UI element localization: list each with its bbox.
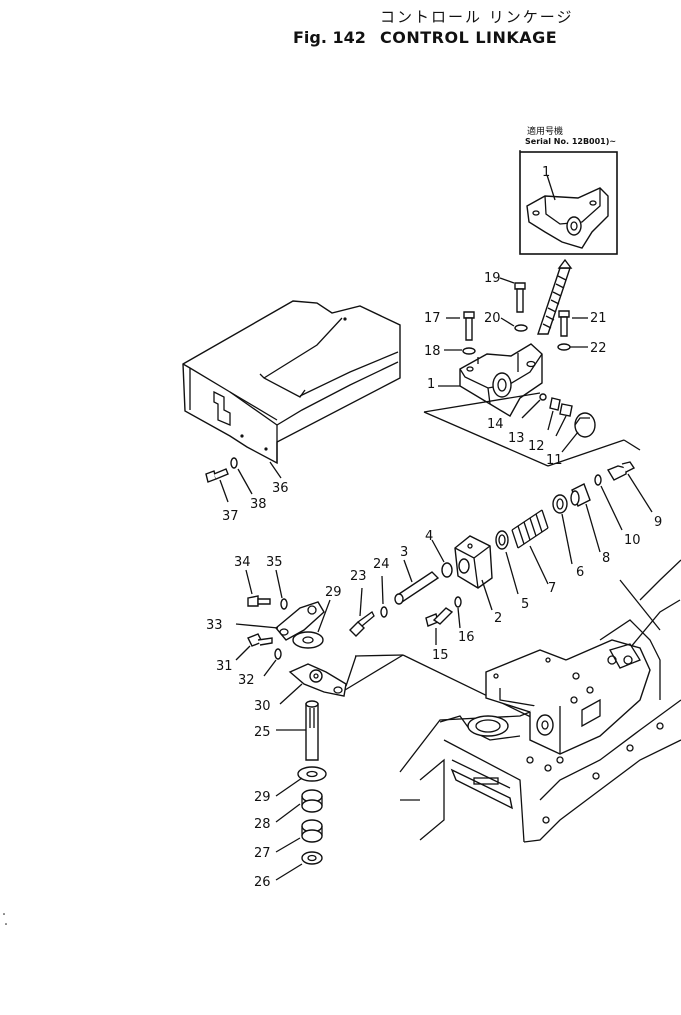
cap-part-8 [570,483,601,553]
callout-8: 8 [602,551,610,566]
washer-part-26 [275,851,323,881]
callout-3: 3 [400,545,408,560]
ball-part-14 [521,393,547,419]
seat-part-6 [552,494,573,565]
callout-11: 11 [546,453,563,468]
callout-38: 38 [250,497,267,512]
rod-part-3 [394,559,440,605]
callout-16: 16 [458,630,475,645]
callout-12: 12 [528,439,545,454]
callout-34: 34 [234,555,251,570]
washer-part-29-lower [275,766,327,797]
callout-32: 32 [238,673,255,688]
washer-part-18 [444,347,476,355]
bolt-part-19 [499,277,526,313]
oring-part-4 [431,539,453,578]
bolt-part-9 [606,461,653,513]
callouts: 1 2 3 4 5 6 7 8 9 10 11 12 13 14 15 16 1… [206,271,662,890]
bolt-part-17 [446,311,475,341]
callout-37: 37 [222,509,239,524]
callout-33: 33 [206,618,223,633]
inset-part-label: 1 [542,165,550,180]
inset-serial-label: Serial No. 12B001)~ [525,137,617,146]
shaft-part-25 [276,700,319,761]
pin-part-23 [349,587,375,637]
callout-2: 2 [494,611,502,626]
washer-part-32 [263,648,282,677]
washer-part-38 [230,457,253,495]
bracket-part-1 [423,343,641,467]
callout-26: 26 [254,875,271,890]
callout-29-lower: 29 [254,790,271,805]
callout-19: 19 [484,271,501,286]
callout-23: 23 [350,569,367,584]
callout-13: 13 [508,431,525,446]
bolt-part-15 [425,607,454,645]
callout-17: 17 [424,311,441,326]
callout-15: 15 [432,648,449,663]
callout-36: 36 [272,481,289,496]
spring-part-13 [547,397,561,431]
ring-part-5 [495,530,519,595]
callout-25: 25 [254,725,271,740]
bolt-part-37 [205,468,229,503]
cover-part-36 [182,300,401,479]
bolt-part-31 [235,633,273,661]
bushing-part-28 [275,789,323,823]
callout-24: 24 [373,557,390,572]
bolt-part-21 [558,310,588,337]
callout-1: 1 [427,377,435,392]
inset-box: 1 [519,150,618,255]
lever-part-30 [279,663,347,705]
callout-30: 30 [254,699,271,714]
washer-part-22 [557,343,588,351]
callout-35: 35 [266,555,283,570]
body-part-2 [454,535,493,611]
washer-part-20 [500,317,528,332]
callout-9: 9 [654,515,662,530]
callout-27: 27 [254,846,271,861]
callout-5: 5 [521,597,529,612]
callout-4: 4 [425,529,433,544]
callout-22: 22 [590,341,607,356]
callout-14: 14 [487,417,504,432]
figure-title: CONTROL LINKAGE [380,28,558,47]
washer-part-24 [380,575,388,618]
washer-part-10 [594,474,623,531]
title-japanese: コントロール リンケージ [380,8,574,26]
callout-28: 28 [254,817,271,832]
bolt-part-34 [245,569,271,607]
callout-29-upper: 29 [325,585,342,600]
callout-20: 20 [484,311,501,326]
cap-part-11 [561,412,596,453]
callout-10: 10 [624,533,641,548]
callout-18: 18 [424,344,441,359]
washer-part-35 [275,569,288,610]
control-valve-body [485,639,651,755]
spring-part-7 [511,509,549,585]
callout-7: 7 [548,581,556,596]
lever-part-33 [235,601,325,641]
washer-part-29-upper [292,599,331,649]
callout-21: 21 [590,311,607,326]
bushing-part-27 [275,819,323,853]
callout-6: 6 [576,565,584,580]
callout-31: 31 [216,659,233,674]
figure-number: Fig. 142 [293,28,366,47]
inset-serial-japanese: 適用号機 [527,127,564,137]
spring-rod [537,258,573,335]
washer-part-16 [454,596,462,629]
plug-part-12 [555,403,573,437]
inset-bracket-part [526,174,609,249]
machine-frame [399,559,681,843]
